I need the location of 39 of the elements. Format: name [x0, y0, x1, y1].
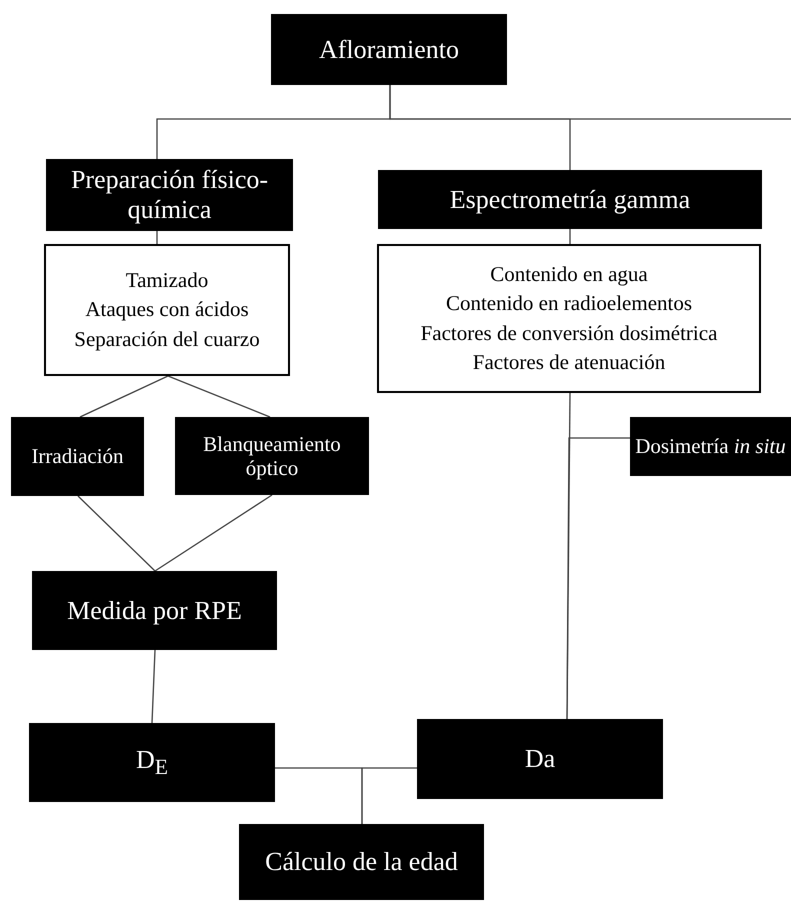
- list-item: Factores de conversión dosimétrica: [420, 320, 718, 346]
- process-box: [175, 417, 369, 495]
- connector-line: [80, 375, 168, 418]
- node-label: Espectrometría gamma: [450, 184, 690, 214]
- connector-line: [566, 437, 630, 719]
- connector-line: [156, 231, 158, 244]
- connector-line: [151, 650, 156, 724]
- list-item: Factores de atenuación: [472, 348, 666, 376]
- node-label: Preparación físico-química: [70, 165, 270, 225]
- node-label: Blanqueamiento óptico: [202, 432, 342, 480]
- process-box: [46, 159, 293, 231]
- connector-line: [78, 496, 156, 572]
- node-label: Irradiación: [31, 444, 124, 469]
- list-item: Separación del cuarzo: [74, 326, 260, 353]
- connector-line: [569, 229, 571, 244]
- connector-line: [361, 767, 417, 824]
- list-item: Ataques con ácidos: [85, 296, 249, 324]
- text-box: [377, 244, 761, 393]
- text-box: [44, 244, 290, 376]
- process-box: [239, 824, 484, 900]
- process-box: [29, 723, 275, 802]
- list-item: Contenido en agua: [490, 260, 648, 288]
- node-label: Afloramiento: [318, 34, 460, 64]
- node-label: Da: [524, 744, 556, 774]
- node-label: Cálculo de la edad: [265, 847, 458, 877]
- process-box: [271, 14, 507, 85]
- node-label: Dosimetría in situ: [635, 434, 786, 459]
- connector-line: [389, 85, 791, 120]
- list-item: Contenido en radioelementos: [446, 290, 692, 318]
- process-box: [630, 417, 791, 476]
- list-item: Tamizado: [126, 266, 208, 294]
- node-label: D$_{E}$: [136, 744, 168, 780]
- process-box: [417, 719, 663, 799]
- connector-line: [168, 375, 270, 418]
- process-box: [11, 417, 144, 496]
- connector-line: [154, 494, 272, 572]
- node-label: Medida por RPE: [67, 596, 242, 626]
- process-box: [378, 170, 762, 229]
- process-box: [32, 571, 277, 650]
